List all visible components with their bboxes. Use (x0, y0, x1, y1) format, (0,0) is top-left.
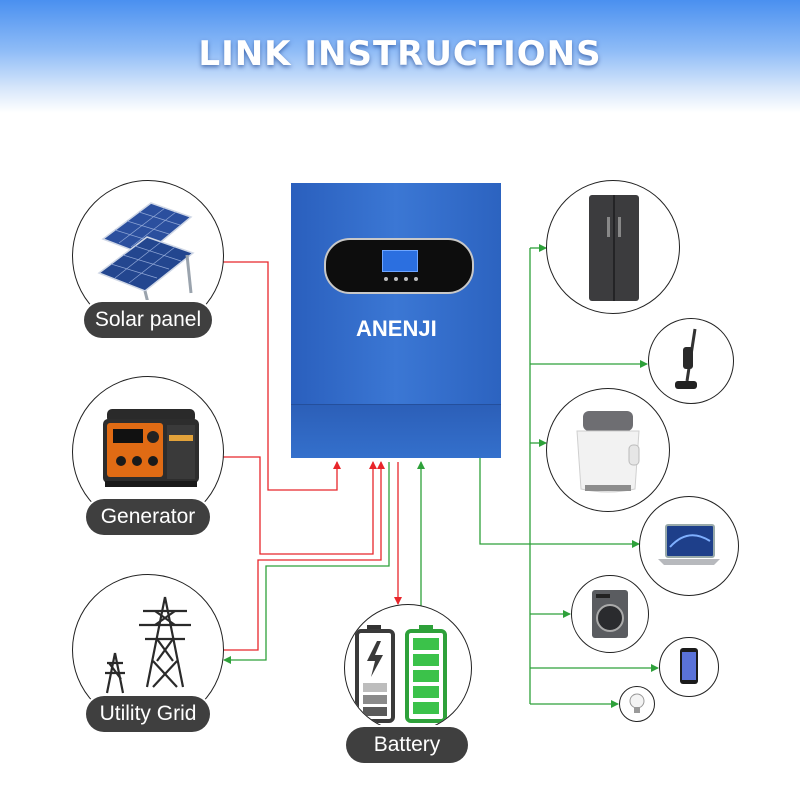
inverter-button (404, 277, 408, 281)
load-laptop-circle (639, 496, 739, 596)
power-tower-icon (105, 596, 191, 694)
load-bulb-circle (619, 686, 655, 722)
air-fryer-icon (576, 411, 640, 493)
page-title: LINK INSTRUCTIONS (198, 34, 602, 74)
inverter-button (414, 277, 418, 281)
battery-label: Battery (346, 727, 468, 763)
washing-machine-icon (592, 590, 628, 638)
generator-to-inverter-line (222, 456, 377, 555)
cordless-vacuum-icon (675, 328, 697, 389)
inverter-display (324, 238, 474, 294)
generator-label: Generator (86, 499, 210, 535)
load-phone-circle (659, 637, 719, 697)
solar-panel-icon (97, 202, 195, 308)
load-washer-circle (571, 575, 649, 653)
inverter-unit: ANENJI (291, 183, 501, 458)
header-banner: LINK INSTRUCTIONS (0, 0, 800, 113)
load-refrigerator-circle (546, 180, 680, 314)
smartphone-icon (680, 648, 698, 684)
light-bulb-icon (629, 693, 645, 713)
refrigerator-icon (589, 195, 639, 301)
inverter-to-load-main-line (479, 457, 530, 545)
generator-icon (103, 409, 199, 487)
battery-circle (344, 604, 472, 732)
laptop-icon (658, 524, 720, 565)
solar-panel-label: Solar panel (84, 302, 212, 338)
grid-to-inverter-line (222, 461, 385, 651)
load-airfryer-circle (546, 388, 670, 512)
utility-grid-label: Utility Grid (86, 696, 210, 732)
battery-icon (355, 625, 447, 723)
brand-logo: ANENJI (356, 316, 437, 341)
inverter-front-panel: ANENJI (291, 183, 501, 403)
inverter-terminal-cover (291, 404, 501, 458)
inverter-button (394, 277, 398, 281)
inverter-to-grid-line (223, 462, 390, 664)
load-vacuum-circle (648, 318, 734, 404)
solar-to-inverter-line (222, 261, 341, 491)
inverter-button (384, 277, 388, 281)
lcd-screen (382, 250, 418, 272)
